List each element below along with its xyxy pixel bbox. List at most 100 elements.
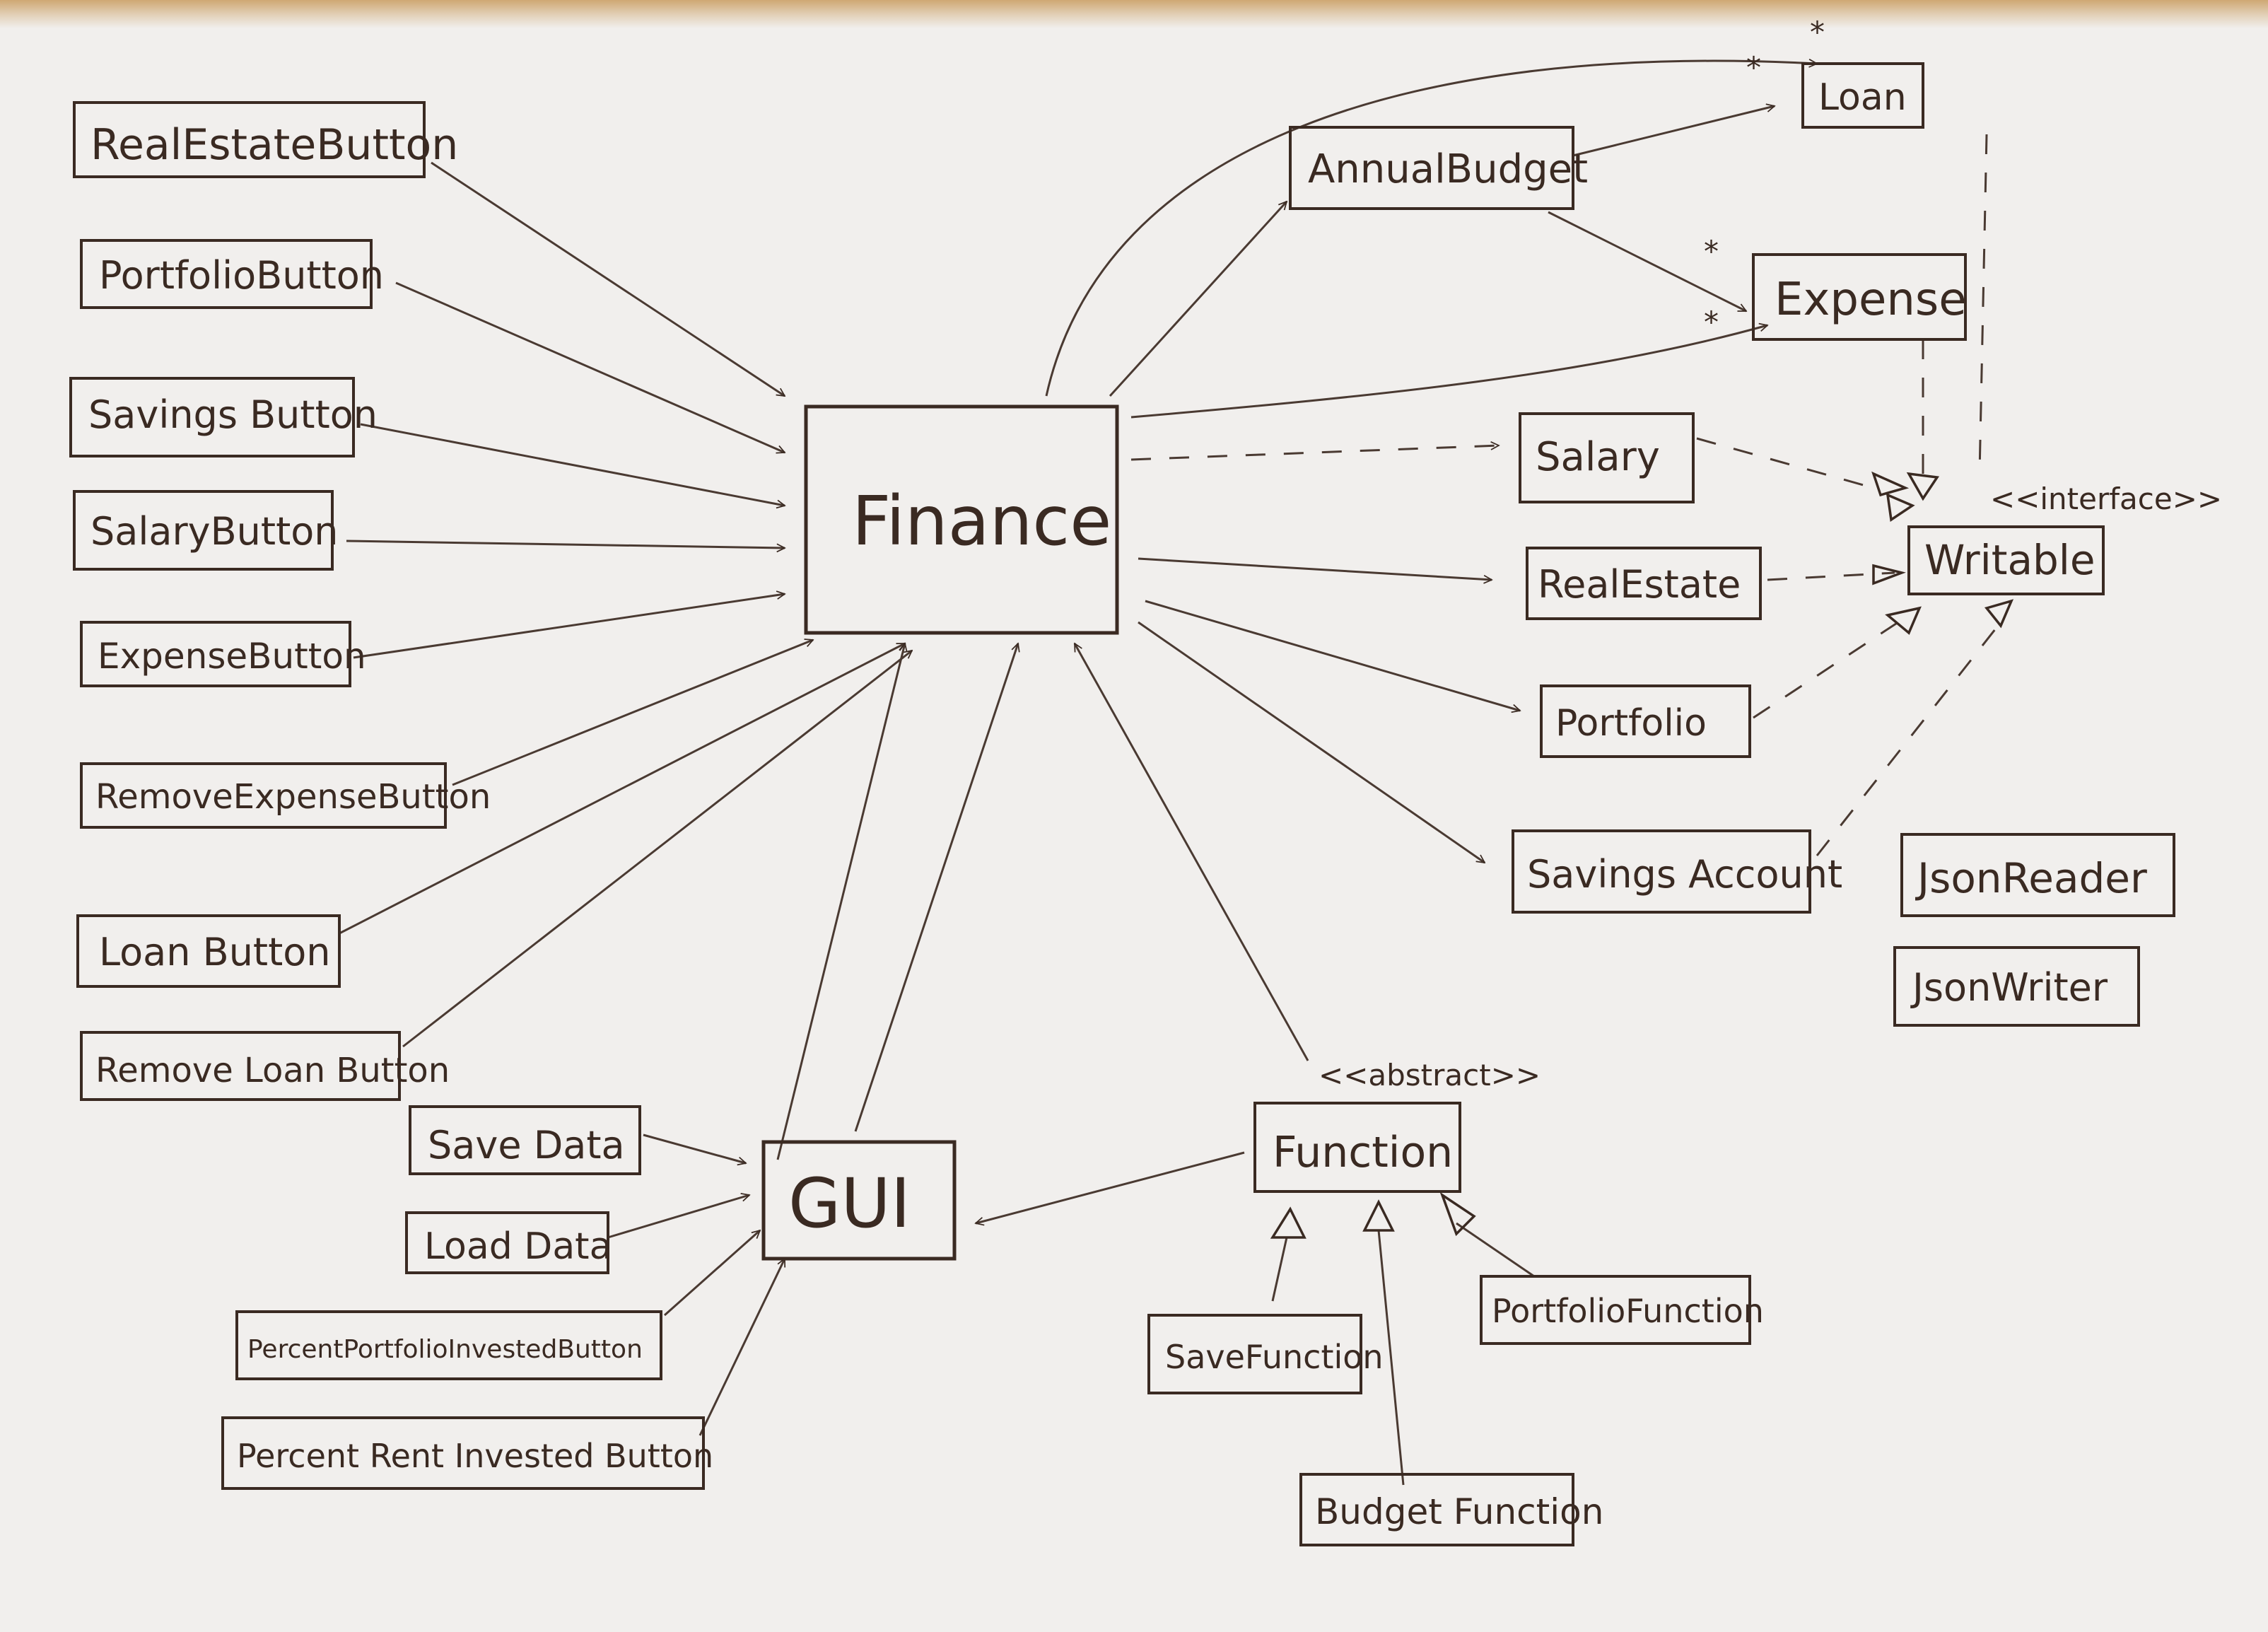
class-expensebutton: ExpenseButton (80, 621, 366, 687)
class-function: <<abstract>> Function (1253, 1058, 1541, 1193)
class-finance-label: Finance (852, 482, 1111, 561)
class-loaddata: Load Data (405, 1211, 612, 1274)
stereotype-interface: <<interface>> (1990, 482, 2222, 516)
edge-salarybutton-finance (346, 540, 785, 548)
class-budgetfunction: Budget Function (1299, 1473, 1603, 1546)
edge-loanbutton-finance (339, 642, 905, 935)
class-loanbutton: Loan Button (76, 914, 341, 988)
class-savefunction-label: SaveFunction (1165, 1338, 1384, 1376)
class-jsonwriter: JsonWriter (1893, 946, 2140, 1027)
class-removeloanbutton: Remove Loan Button (80, 1031, 450, 1101)
class-jsonreader: JsonReader (1900, 833, 2175, 917)
class-expense: Expense (1752, 253, 1967, 341)
class-annualbudget: AnnualBudget (1289, 126, 1588, 210)
edge-percentportfolio-gui (664, 1230, 760, 1317)
multiplicity-expense-finance: * (1704, 305, 1719, 339)
class-gui: GUI (761, 1140, 957, 1261)
class-budgetfunction-label: Budget Function (1315, 1491, 1603, 1532)
class-annualbudget-label: AnnualBudget (1308, 146, 1588, 192)
class-salarybutton-label: SalaryButton (90, 509, 339, 554)
edge-savefunction-function (1271, 1237, 1288, 1302)
class-loaddata-label: Load Data (424, 1225, 612, 1268)
class-realestatebutton-label: RealEstateButton (90, 120, 458, 170)
class-percentrentinvestedbutton-label: Percent Rent Invested Button (237, 1437, 713, 1475)
class-realestate: RealEstate (1526, 547, 1762, 620)
edge-savingsaccount-writable (1816, 622, 2002, 856)
class-savedata-label: Save Data (428, 1123, 625, 1167)
class-salary-label: Salary (1536, 434, 1660, 480)
edge-finance-annualbudget (1109, 202, 1287, 397)
class-jsonwriter-label: JsonWriter (1910, 965, 2108, 1010)
edge-removeexpensebutton-finance (452, 640, 813, 786)
class-portfoliobutton-label: PortfolioButton (99, 253, 384, 298)
edge-gui-finance (854, 643, 1018, 1132)
class-writable: <<interface>> Writable (1907, 482, 2222, 595)
class-portfolio-label: Portfolio (1555, 702, 1707, 745)
edge-finance-savingsaccount (1138, 621, 1485, 864)
class-gui-label: GUI (788, 1164, 911, 1243)
writable-arrowhead-6 (1984, 599, 2014, 629)
class-savingsaccount: Savings Account (1512, 829, 1842, 914)
class-realestatebutton: RealEstateButton (73, 101, 458, 178)
edge-portfolio-writable (1753, 614, 1910, 719)
edge-gui-finance-2 (776, 643, 905, 1160)
paper-edge (0, 0, 2268, 28)
writable-arrowhead-1 (1871, 471, 1910, 497)
multiplicity-expense-budget: * (1704, 234, 1719, 269)
multiplicity-loan-top: * (1810, 15, 1825, 49)
edge-finance-loan (1045, 61, 1817, 397)
class-savingsbutton-label: Savings Button (88, 392, 378, 437)
class-savingsaccount-label: Savings Account (1527, 852, 1842, 897)
class-removeexpensebutton-label: RemoveExpenseButton (95, 777, 491, 817)
class-percentportfolioinvestedbutton-label: PercentPortfolioInvestedButton (247, 1335, 643, 1364)
edge-finance-portfolio (1145, 600, 1520, 711)
edge-finance-expense (1130, 325, 1767, 419)
function-arrowhead-1 (1270, 1206, 1307, 1239)
class-finance: Finance (804, 404, 1119, 635)
function-arrowhead-3 (1439, 1191, 1476, 1237)
edge-savedata-gui (643, 1133, 746, 1163)
class-savingsbutton: Savings Button (69, 377, 378, 457)
stereotype-abstract: <<abstract>> (1319, 1058, 1541, 1092)
edge-loaddata-gui (607, 1195, 749, 1239)
class-salarybutton: SalaryButton (73, 490, 339, 571)
class-expense-label: Expense (1775, 274, 1967, 326)
class-jsonreader-label: JsonReader (1915, 854, 2147, 902)
class-portfoliobutton: PortfolioButton (80, 239, 384, 309)
class-removeexpensebutton: RemoveExpenseButton (80, 762, 491, 829)
class-writable-label: Writable (1924, 536, 2095, 584)
edge-expensebutton-finance (353, 594, 785, 659)
edge-budgetfunction-function (1377, 1230, 1405, 1486)
edge-percentrent-gui (698, 1259, 786, 1436)
edge-realestate-writable (1767, 571, 1895, 581)
writable-arrowhead-5 (1885, 606, 1922, 635)
class-portfolio: Portfolio (1540, 684, 1751, 758)
edge-salary-writable (1696, 437, 1874, 489)
writable-arrowhead-3 (1906, 472, 1940, 501)
edge-portfoliofunction-function (1456, 1222, 1535, 1278)
edge-finance-salary (1130, 445, 1499, 461)
edge-loan-writable (1978, 134, 1988, 474)
class-savedata: Save Data (409, 1105, 641, 1175)
class-percentportfolioinvestedbutton: PercentPortfolioInvestedButton (235, 1310, 662, 1380)
class-function-label: Function (1273, 1128, 1453, 1177)
edge-function-gui (976, 1151, 1245, 1223)
edge-finance-realestate (1138, 557, 1492, 580)
class-loanbutton-label: Loan Button (99, 930, 331, 974)
class-loan-label: Loan (1818, 76, 1907, 119)
edges (339, 61, 2014, 1486)
class-removeloanbutton-label: Remove Loan Button (95, 1051, 450, 1090)
class-realestate-label: RealEstate (1538, 562, 1741, 607)
edge-removeloanbutton-finance (402, 651, 912, 1048)
class-salary: Salary (1519, 412, 1695, 503)
multiplicity-loan-budget: * (1746, 50, 1761, 85)
edge-annualbudget-loan (1572, 106, 1775, 157)
edge-portfoliobutton-finance (395, 281, 785, 453)
edge-function-finance (1073, 643, 1309, 1061)
edge-annualbudget-expense (1548, 211, 1746, 313)
edge-savingsbutton-finance (360, 423, 785, 506)
class-portfoliofunction-label: PortfolioFunction (1492, 1292, 1764, 1330)
class-expensebutton-label: ExpenseButton (98, 636, 366, 677)
writable-arrowhead-2 (1886, 493, 1915, 522)
